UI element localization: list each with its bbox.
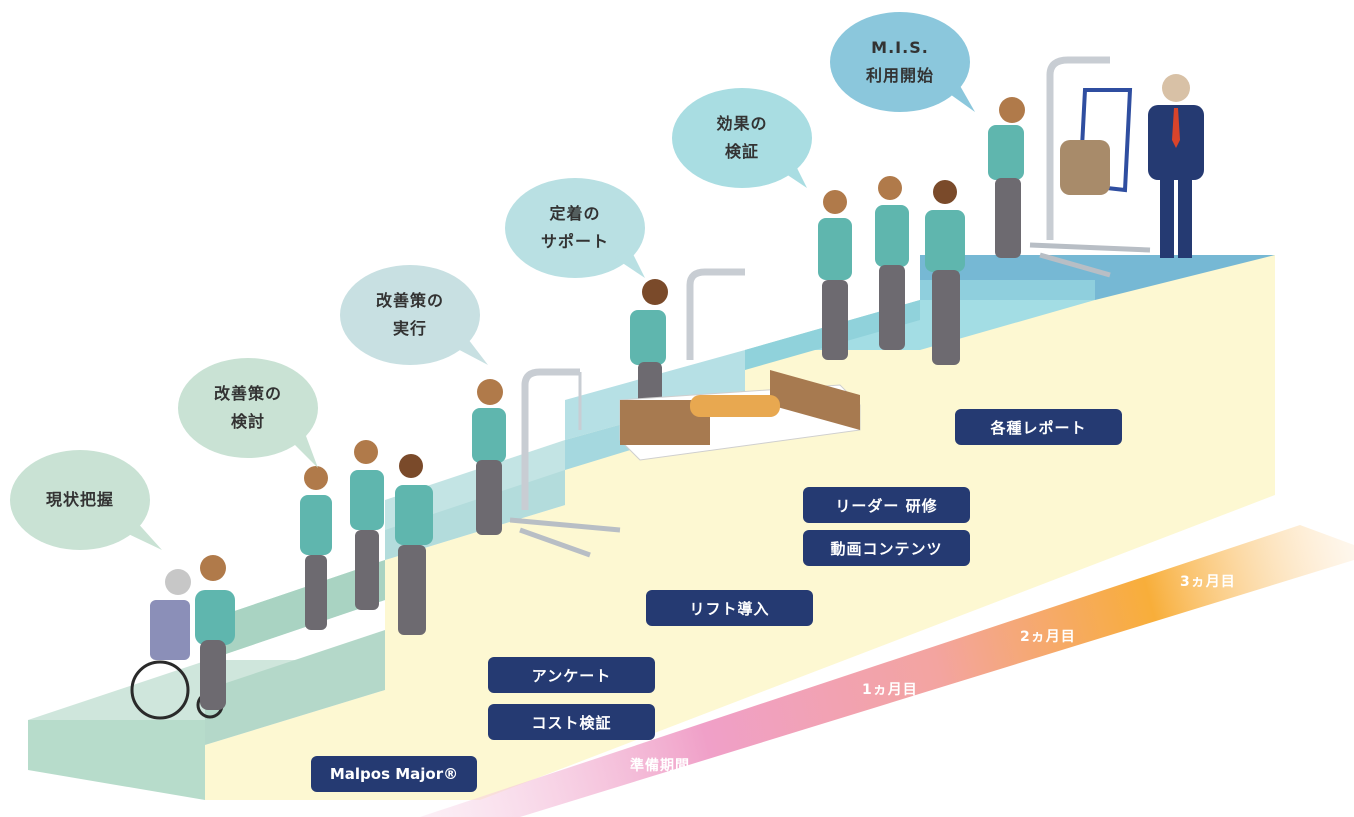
- lift-manager-figure-6: [988, 56, 1204, 278]
- bubble-adoption-support: 定着の サポート: [505, 178, 645, 278]
- bubble-shape: [10, 450, 162, 550]
- bubble-text: 改善策の 検討: [213, 384, 282, 431]
- label-lift-introduction: リフト導入: [646, 590, 813, 626]
- bubble-shape: [505, 178, 645, 278]
- staff-group-figure-2: [300, 440, 433, 635]
- timeline-month-2: 2ヵ月目: [1020, 629, 1076, 645]
- bubble-text: 効果の 検証: [716, 114, 768, 161]
- label-survey: アンケート: [488, 657, 655, 693]
- bubble-text: M.I.S. 利用開始: [865, 38, 934, 85]
- label-various-reports: 各種レポート: [955, 409, 1122, 445]
- bubble-shape: [672, 88, 812, 188]
- step-2-band2: [208, 560, 385, 660]
- bubble-mis-start: M.I.S. 利用開始: [830, 12, 975, 112]
- lift-nurse-figure-3: [472, 368, 621, 558]
- label-leader-training: リーダー 研修: [803, 487, 970, 523]
- timeline-prep-period: 準備期間: [630, 758, 690, 774]
- timeline-band: [420, 525, 1354, 817]
- label-cost-verification: コスト検証: [488, 704, 655, 740]
- bubble-effect-verification: 効果の 検証: [672, 88, 812, 188]
- bubble-shape: [830, 12, 975, 112]
- bubble-improvement-review: 改善策の 検討: [178, 358, 318, 468]
- staff-group-figure-5: [818, 176, 965, 365]
- label-malpos-major: Malpos Major®: [311, 756, 477, 792]
- bubble-text: 現状把握: [45, 490, 114, 509]
- wheelchair-caregiver-figure: [130, 555, 235, 720]
- bed-lift-figure-4: [619, 268, 861, 461]
- timeline-month-3: 3ヵ月目: [1180, 574, 1236, 590]
- label-video-content: 動画コンテンツ: [803, 530, 970, 566]
- step-2-band: [205, 630, 385, 745]
- step-1-riser: [28, 720, 205, 800]
- bubble-text: 定着の サポート: [540, 204, 609, 251]
- bubble-shape: [340, 265, 488, 365]
- bubble-text: 改善策の 実行: [375, 291, 444, 338]
- timeline-month-1: 1ヵ月目: [862, 682, 918, 698]
- staircase-side-face: [205, 255, 1275, 800]
- bubble-current-assessment: 現状把握: [10, 450, 162, 550]
- bubble-improvement-execution: 改善策の 実行: [340, 265, 488, 365]
- step-6-band: [920, 280, 1095, 300]
- bubble-shape: [178, 358, 318, 468]
